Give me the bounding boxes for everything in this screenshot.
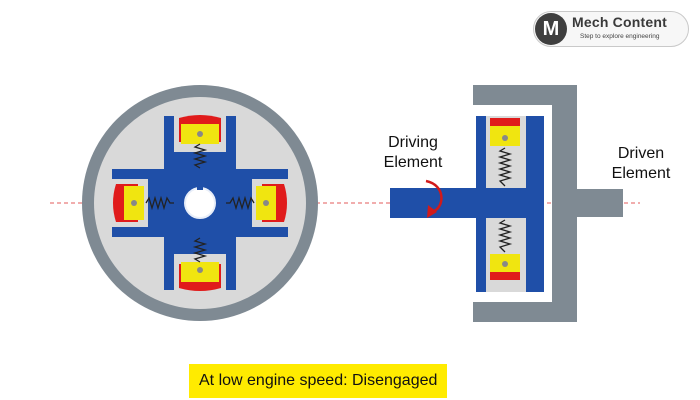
driven-element-label: Driven Element — [596, 144, 686, 184]
drum-back-plate — [552, 85, 577, 322]
mech-content-logo: M Mech Content Step to explore engineeri… — [533, 11, 689, 47]
driven-label-line-1: Driven — [617, 145, 665, 162]
curved-arrow-icon — [425, 179, 443, 218]
driven-label-line-2: Element — [611, 165, 671, 182]
keyway — [197, 186, 203, 190]
side-spring-top — [497, 147, 513, 187]
driving-shaft — [390, 188, 538, 218]
driving-label-line-2: Element — [383, 154, 443, 171]
spring-left — [145, 195, 174, 211]
status-caption: At low engine speed: Disengaged — [189, 364, 448, 398]
spring-bottom — [192, 237, 208, 263]
drum-bottom-rim — [473, 302, 577, 322]
driving-element-label: Driving Element — [368, 133, 458, 173]
logo-initial: M — [542, 18, 560, 40]
logo-tagline: Step to explore engineering — [580, 33, 660, 40]
side-shoe-bottom-lining — [490, 272, 520, 280]
gear-m-icon: M — [535, 13, 567, 45]
shoe-bottom — [179, 237, 221, 291]
driven-shaft — [577, 189, 623, 217]
front-view — [82, 85, 318, 321]
driving-label-line-1: Driving — [388, 134, 438, 151]
shaft-bore — [184, 187, 216, 219]
side-shoe-top-lining — [490, 118, 520, 126]
side-spring-bottom — [497, 219, 513, 253]
shoe-left — [113, 184, 174, 222]
side-view — [390, 85, 623, 322]
spring-top — [192, 143, 208, 169]
shoe-top — [179, 115, 221, 169]
shoe-right — [226, 184, 287, 222]
drum-top-rim — [473, 85, 577, 105]
spring-right — [226, 195, 255, 211]
logo-title: Mech Content — [572, 14, 667, 30]
